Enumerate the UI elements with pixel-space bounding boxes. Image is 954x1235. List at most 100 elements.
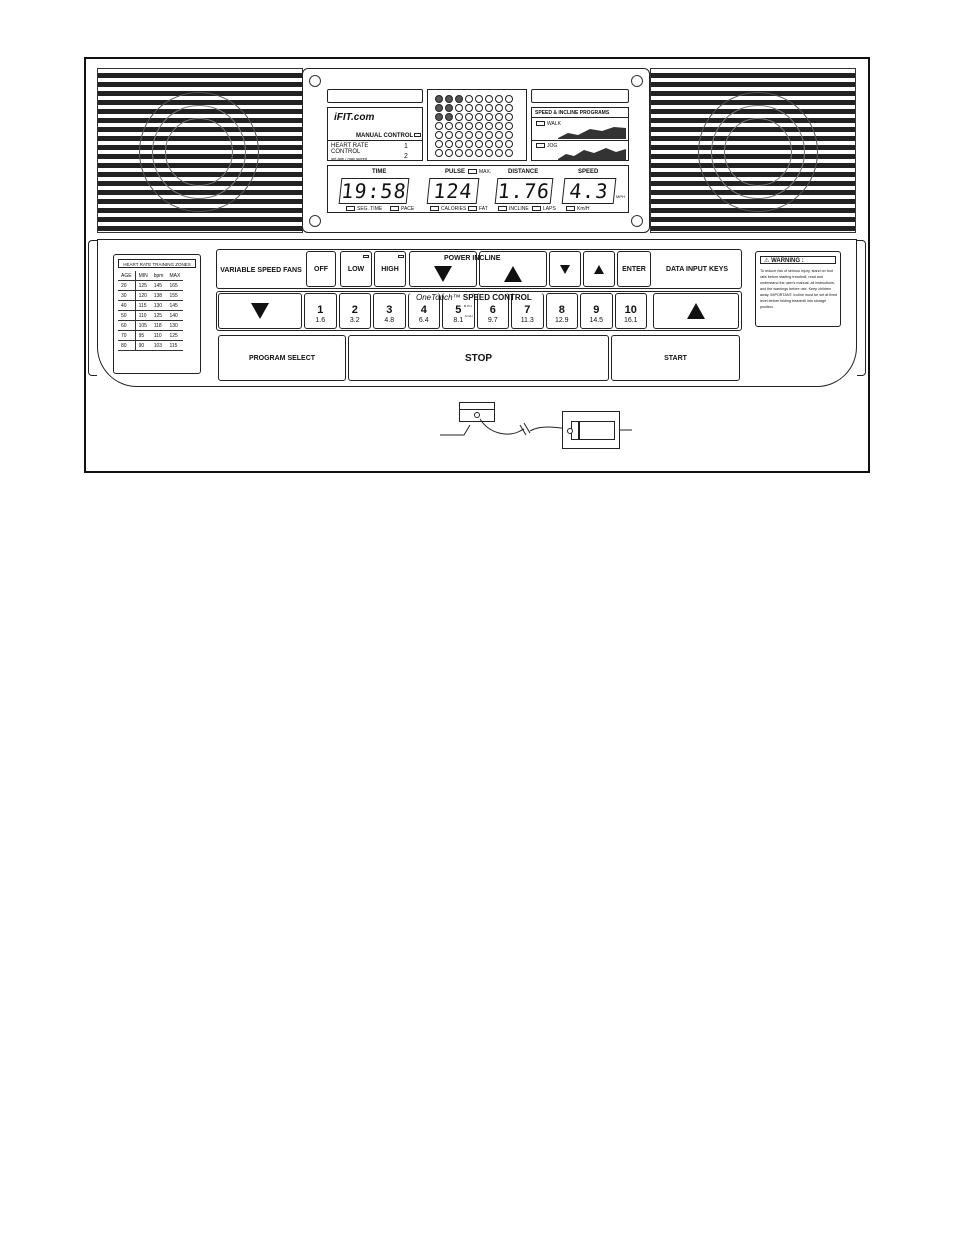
screw-icon [309,215,321,227]
matrix-dot [485,140,493,148]
speed-key-number: 1 [317,304,324,316]
max-indicator: MAX. [468,169,491,175]
hr-zones-cell: 120 [135,290,151,301]
manual-control-label: MANUAL CONTROL [356,133,414,139]
warning-triangle-icon: ⚠ [764,258,770,264]
program-panel: iFIT.com MANUAL CONTROL HEART RATE CONTR… [327,107,423,161]
arrow-up-icon [594,264,604,274]
left-fan-grille [97,68,303,233]
distance-label: DISTANCE [508,169,539,175]
kmh-unit-label: Km/H [465,314,473,318]
hr-zones-cell: 140 [166,310,184,321]
speed-key-kmh: 8.1 [453,316,464,324]
grille-slat [651,73,855,78]
key-hole-icon [474,412,480,418]
hr-zones-header: MAX [166,271,184,281]
hr-zones-cell: 118 [150,320,167,331]
console-display-panel: iFIT.com MANUAL CONTROL HEART RATE CONTR… [302,68,650,233]
hr-program-2: 2 [404,153,408,160]
data-up-button[interactable] [583,251,615,287]
matrix-dot [475,149,483,157]
start-button[interactable]: START [611,335,740,381]
kmh-indicator: Km/H [566,206,590,212]
arrow-up-icon [687,303,705,319]
clip-ring-icon [567,428,573,434]
speed-up-button[interactable] [653,293,739,329]
speed-key-number: 3 [386,304,393,316]
message-window [327,89,423,103]
speed-key-kmh: 3.2 [349,317,360,324]
power-incline-label: POWER INCLINE [444,255,501,262]
speed-key-number: 4 [420,303,427,316]
hr-zones-cell: 130 [150,300,167,311]
enter-button[interactable]: ENTER [617,251,651,287]
matrix-dot [445,95,453,103]
speed-label: SPEED [578,169,599,175]
speaker-ring [152,105,246,199]
safety-key-receptacle[interactable] [459,402,495,422]
stop-button[interactable]: STOP [348,335,609,381]
matrix-dot [445,140,453,148]
incline-down-button[interactable] [409,251,477,287]
matrix-dot [485,131,493,139]
incline-indicator: INCLINE [498,206,529,212]
safety-clip[interactable] [562,411,620,449]
console-side-edge [857,240,866,376]
readout-panel: TIME PULSE MAX. DISTANCE SPEED 19:58 124… [327,165,629,213]
matrix-dot [475,140,483,148]
speaker-ring [711,105,805,199]
grille-slat [98,73,302,78]
hr-zones-cell: 40 [118,300,136,311]
data-input-keys-label: DATA INPUT KEYS [654,251,740,287]
hr-zones-cell: 138 [150,290,167,301]
matrix-dot [505,149,513,157]
warning-text: To reduce risk of serious injury, stand … [760,269,838,309]
grille-slat [651,226,855,231]
speed-display: 4.3 [561,178,617,204]
matrix-dot [505,140,513,148]
matrix-dot [455,95,463,103]
speed-key-number: 8 [558,304,565,316]
hr-zones-cell: 145 [150,280,167,291]
diagram-frame [84,57,870,473]
grille-slat [98,226,302,231]
incline-up-button[interactable] [479,251,547,287]
calories-indicator: CALORIES [430,206,466,212]
matrix-dot [435,95,443,103]
grille-slat [98,217,302,222]
pulse-display: 124 [426,178,480,204]
speed-down-button[interactable] [218,293,302,329]
matrix-dot [495,122,503,130]
variable-speed-fans-label: VARIABLE SPEED FANS [218,251,304,289]
walk-profile-icon [558,127,626,139]
hr-zones-header: AGE [118,271,136,281]
hr-subtitle: set age / max speed [331,156,368,161]
data-down-button[interactable] [549,251,581,287]
hr-zones-cell: 95 [135,330,151,341]
fan-high-button[interactable]: HIGH [374,251,406,287]
matrix-dot [465,140,473,148]
fan-off-button[interactable]: OFF [306,251,336,287]
matrix-dot [455,140,463,148]
indicator-light [363,255,369,258]
matrix-dot [465,113,473,121]
message-window [531,89,629,103]
matrix-dot [445,122,453,130]
pace-indicator: PACE [390,206,414,212]
indicator-light [398,255,404,258]
program-select-button[interactable]: PROGRAM SELECT [218,335,346,381]
matrix-dot [505,131,513,139]
